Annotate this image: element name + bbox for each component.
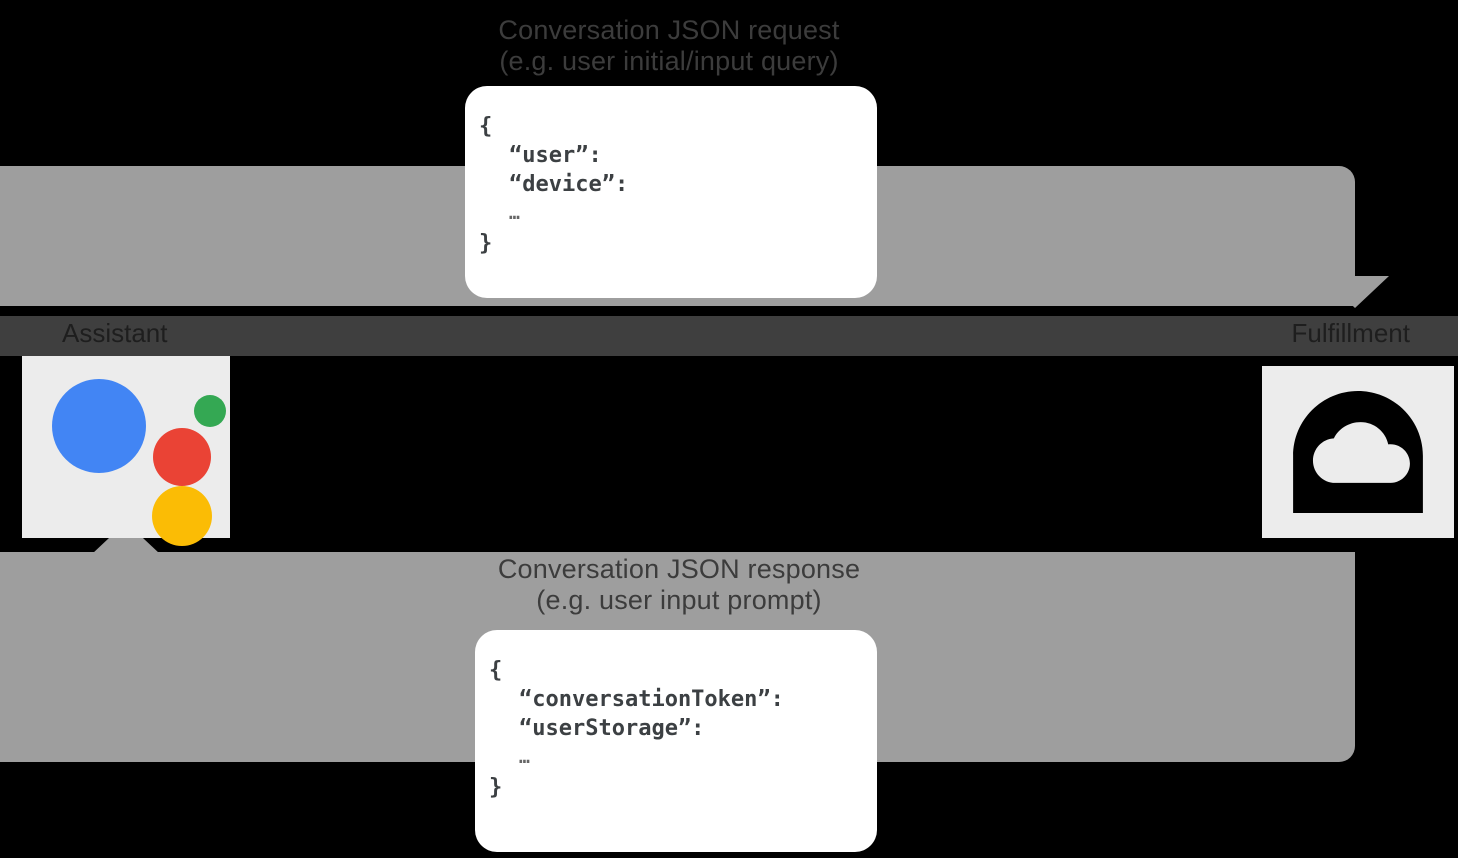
cloud-icon	[1293, 391, 1423, 513]
response-json-open-brace: {	[489, 658, 503, 683]
request-caption-line2: (e.g. user initial/input query)	[499, 46, 839, 77]
response-json-card: { “conversationToken”: “userStorage”: … …	[475, 630, 877, 852]
response-json-close-brace: }	[489, 775, 503, 800]
fulfillment-icon-tile	[1262, 366, 1454, 538]
assistant-dot-yellow-icon	[152, 486, 212, 546]
request-json-key-device: “device”:	[509, 172, 629, 197]
assistant-node-label: Assistant	[62, 318, 168, 348]
request-caption: Conversation JSON request (e.g. user ini…	[329, 15, 1009, 77]
request-json-ellipsis: …	[509, 203, 520, 224]
response-json-key-conversation-token: “conversationToken”:	[519, 687, 784, 712]
response-json-key-user-storage: “userStorage”:	[519, 716, 705, 741]
center-divider-band	[0, 316, 1458, 356]
request-json-card: { “user”: “device”: … }	[465, 86, 877, 298]
request-json-key-user: “user”:	[509, 143, 602, 168]
google-assistant-icon	[36, 367, 226, 546]
response-caption-line1: Conversation JSON response	[497, 554, 861, 584]
assistant-dot-green-icon	[194, 395, 226, 427]
request-arrow-head-icon	[1321, 276, 1389, 308]
request-json-open-brace: {	[479, 114, 493, 139]
assistant-dot-red-icon	[153, 428, 211, 486]
response-caption: Conversation JSON response (e.g. user in…	[339, 554, 1019, 616]
request-json-close-brace: }	[479, 231, 493, 256]
request-caption-line1: Conversation JSON request	[498, 15, 840, 45]
fulfillment-node-label: Fulfillment	[1291, 318, 1410, 348]
response-json-ellipsis: …	[519, 747, 530, 768]
assistant-icon-tile	[22, 356, 230, 546]
response-caption-line2: (e.g. user input prompt)	[536, 585, 822, 616]
assistant-dot-blue-icon	[52, 379, 146, 473]
